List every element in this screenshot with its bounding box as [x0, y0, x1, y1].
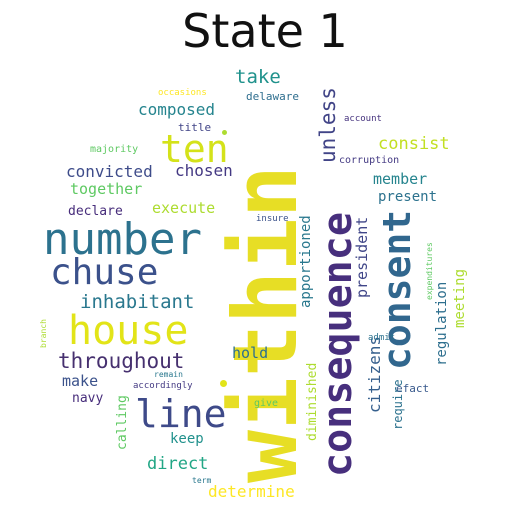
word-diminished: diminished — [305, 362, 320, 441]
word-dot — [222, 130, 227, 135]
word-direct: direct — [147, 454, 209, 474]
word-give: give — [254, 398, 279, 409]
word-together: together — [70, 180, 143, 198]
word-consist: consist — [378, 134, 450, 154]
word-majority: majority — [90, 144, 139, 155]
word-consequence: consequence — [315, 212, 361, 477]
word-title: title — [178, 121, 212, 134]
word-expenditures: expenditures — [425, 242, 434, 300]
word-calling: calling — [115, 395, 130, 450]
word-line: line — [135, 392, 227, 436]
word-convicted: convicted — [66, 162, 153, 181]
word-term: term — [192, 476, 212, 485]
word-determine: determine — [208, 482, 295, 501]
word-corruption: corruption — [339, 155, 400, 166]
word-make: make — [62, 372, 99, 390]
word-hold: hold — [232, 344, 269, 362]
word-number: number — [43, 214, 202, 265]
word-regulation: regulation — [434, 281, 450, 366]
word-account: account — [344, 114, 382, 124]
word-execute: execute — [152, 199, 216, 217]
word-remain: remain — [154, 370, 183, 379]
word-within: within — [214, 165, 317, 483]
word-president: president — [353, 216, 371, 298]
word-composed: composed — [138, 100, 216, 119]
word-ten: ten — [160, 127, 229, 171]
word-unless: unless — [316, 87, 340, 163]
word-efact: efact — [396, 382, 430, 395]
word-present: present — [378, 189, 438, 205]
word-admit: admit — [368, 333, 396, 343]
word-branch: branch — [39, 319, 48, 348]
word-chuse: chuse — [50, 252, 159, 293]
word-occasions: occasions — [158, 88, 207, 98]
word-keep: keep — [170, 431, 204, 447]
word-navy: navy — [72, 391, 104, 406]
word-apportioned: apportioned — [298, 215, 314, 308]
word-house: house — [68, 308, 189, 354]
word-delaware: delaware — [246, 90, 299, 103]
word-meeting: meeting — [452, 268, 468, 328]
word-declare: declare — [68, 204, 123, 219]
page-title: State 1 — [182, 4, 348, 58]
word-take: take — [235, 66, 281, 88]
word-insure: insure — [256, 214, 289, 224]
word-inhabitant: inhabitant — [80, 291, 195, 313]
word-member: member — [373, 170, 428, 188]
word-throughout: throughout — [58, 349, 185, 373]
word-accordingly: accordingly — [133, 381, 193, 391]
word-chosen: chosen — [175, 161, 233, 180]
word-citizens: citizens — [365, 335, 384, 413]
word-dot — [220, 380, 227, 387]
